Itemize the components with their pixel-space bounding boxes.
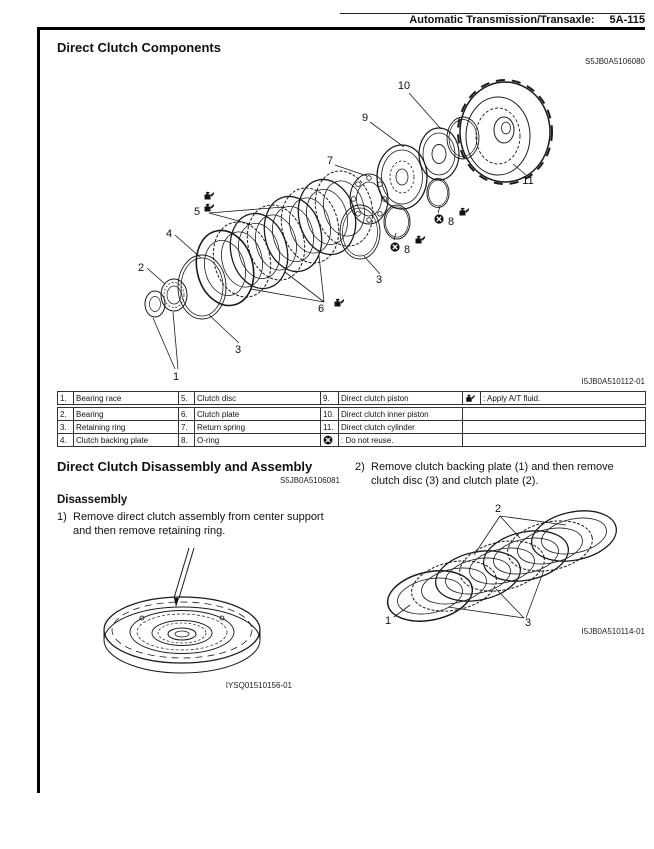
- legend-label: : Do not reuse.: [338, 433, 463, 447]
- legend-label: [462, 433, 646, 447]
- legend-num: 1.: [57, 391, 74, 405]
- step-2: 2) Remove clutch backing plate (1) and t…: [355, 461, 631, 489]
- oil-can-icon: [334, 298, 345, 307]
- legend-label: Bearing race: [73, 391, 179, 405]
- oil-can-icon: [459, 207, 470, 216]
- ref-code-components: S5JB0A5106080: [584, 57, 645, 66]
- callout-number: 3: [376, 274, 382, 286]
- legend-num: 5.: [178, 391, 195, 405]
- legend-label: Retaining ring: [73, 420, 179, 434]
- callout-number: 4: [166, 228, 172, 240]
- section-title-disassembly: Direct Clutch Disassembly and Assembly: [57, 459, 313, 474]
- exploded-view-figure: 1 2 3 3 4 5 6 7 8 8 9 10 11: [138, 79, 553, 383]
- clutch-assembly-figure: [103, 547, 261, 674]
- callout-number: 8: [404, 244, 410, 256]
- callout-number: 8: [448, 216, 454, 228]
- page-header: Automatic Transmission/Transaxle: 5A-115: [409, 14, 645, 26]
- legend-num: 2.: [57, 407, 74, 421]
- callout-number: 2: [495, 503, 501, 515]
- header-rule: [37, 27, 645, 30]
- legend-num: 11.: [320, 420, 339, 434]
- table-row: 4. Clutch backing plate 8. O-ring : Do n…: [57, 433, 646, 447]
- ref-code-disassembly: S5JB0A5106081: [279, 476, 340, 485]
- legend-label: Bearing: [73, 407, 179, 421]
- callout-number: 7: [327, 155, 333, 167]
- table-row: 3. Retaining ring 7. Return spring 11. D…: [57, 420, 646, 434]
- legend-num: 8.: [178, 433, 195, 447]
- table-row: 1. Bearing race 5. Clutch disc 9. Direct…: [57, 391, 646, 405]
- figure-code-components: I5JB0A510112-01: [581, 377, 645, 386]
- legend-label: Return spring: [194, 420, 321, 434]
- legend-num: 9.: [320, 391, 339, 405]
- legend-num: 6.: [178, 407, 195, 421]
- do-not-reuse-icon: [433, 213, 445, 225]
- oil-can-icon: [462, 391, 481, 405]
- legend-label: Direct clutch cylinder: [338, 420, 463, 434]
- oil-can-icon: [204, 191, 215, 200]
- do-not-reuse-icon: [320, 433, 339, 447]
- legend-label: Clutch plate: [194, 407, 321, 421]
- disassembly-subheading: Disassembly: [57, 494, 128, 506]
- legend-label: Direct clutch inner piston: [338, 407, 463, 421]
- callout-number: 9: [362, 112, 368, 124]
- legend-label: Clutch disc: [194, 391, 321, 405]
- callout-number: 6: [318, 303, 324, 315]
- callout-number: 1: [173, 371, 179, 383]
- step-number: 1): [57, 511, 67, 523]
- legend-label: [462, 420, 646, 434]
- legend-num: 7.: [178, 420, 195, 434]
- oil-can-icon: [415, 235, 426, 244]
- callout-number: 3: [525, 617, 531, 628]
- legend-num: 4.: [57, 433, 74, 447]
- page-number: 5A-115: [609, 14, 645, 26]
- legend-label: : Apply A/T fluid.: [480, 391, 646, 405]
- step-text: Remove direct clutch assembly from cente…: [73, 511, 324, 537]
- legend-num: 3.: [57, 420, 74, 434]
- do-not-reuse-icon: [389, 241, 401, 253]
- header-title: Automatic Transmission/Transaxle:: [409, 14, 595, 26]
- clutch-plate-stack-figure: 1 2 3: [385, 503, 618, 628]
- legend-label: [462, 407, 646, 421]
- figure-code-disassembly-1: IYSQ01510156-01: [225, 681, 292, 690]
- legend-table-bottom: 2. Bearing 6. Clutch plate 10. Direct cl…: [57, 407, 646, 447]
- left-margin-bar: [37, 27, 40, 793]
- legend-table-top: 1. Bearing race 5. Clutch disc 9. Direct…: [57, 391, 646, 405]
- step-number: 2): [355, 461, 365, 473]
- header-top-rule: [340, 13, 645, 14]
- callout-number: 1: [385, 615, 391, 627]
- legend-label: O-ring: [194, 433, 321, 447]
- legend-num: 10.: [320, 407, 339, 421]
- legend-label: Direct clutch piston: [338, 391, 463, 405]
- callout-number: 11: [522, 175, 533, 187]
- callout-number: 10: [398, 80, 410, 92]
- callout-number: 3: [235, 344, 241, 356]
- callout-number: 2: [138, 262, 144, 274]
- section-title-components: Direct Clutch Components: [57, 40, 221, 55]
- legend-label: Clutch backing plate: [73, 433, 179, 447]
- oil-can-icon: [204, 203, 215, 212]
- step-text: Remove clutch backing plate (1) and then…: [371, 461, 614, 487]
- table-row: 2. Bearing 6. Clutch plate 10. Direct cl…: [57, 407, 646, 421]
- callout-number: 5: [194, 206, 200, 218]
- step-1: 1) Remove direct clutch assembly from ce…: [57, 511, 333, 539]
- figure-code-disassembly-2: I5JB0A510114-01: [581, 627, 645, 636]
